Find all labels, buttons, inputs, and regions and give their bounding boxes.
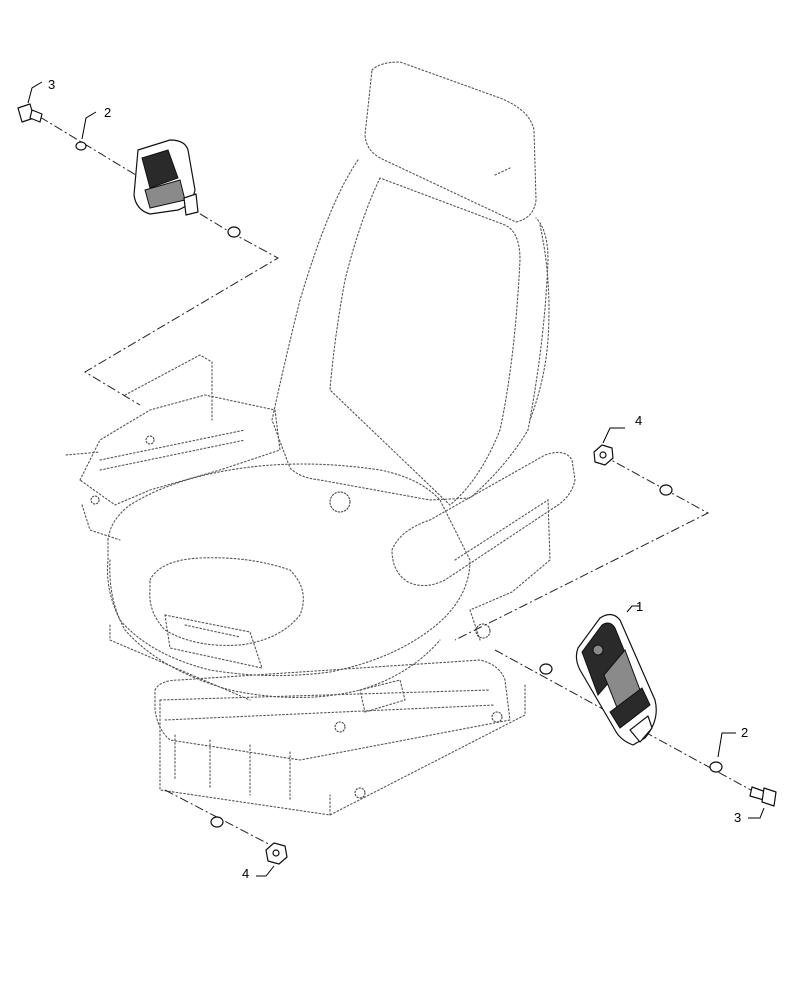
- nut-right: [593, 444, 614, 466]
- callout-4-right-label: 4: [635, 413, 642, 428]
- callout-4-right: 4: [602, 413, 642, 444]
- callout-2-right-label: 2: [741, 725, 748, 740]
- bolt-upper-left: [17, 103, 43, 123]
- seat-belt-buckle-right: [575, 613, 657, 746]
- nut-bottom: [265, 842, 288, 865]
- callout-2-right: 2: [717, 725, 748, 758]
- callout-1-label: 1: [636, 599, 643, 614]
- callout-4-bottom: 4: [242, 865, 275, 881]
- operator-seat-outline: [65, 61, 576, 816]
- callout-2-left: 2: [81, 105, 111, 140]
- callout-3-left-label: 3: [48, 77, 55, 92]
- seat-belt-buckle-left: [133, 139, 199, 216]
- bolt-lower-right: [749, 786, 777, 807]
- washer-right: [659, 484, 673, 496]
- callout-4-bottom-label: 4: [242, 866, 249, 881]
- callout-2-left-label: 2: [104, 105, 111, 120]
- callout-1: 1: [626, 599, 643, 614]
- assembly-centerlines: [39, 116, 761, 851]
- callout-3-left: 3: [27, 77, 55, 104]
- callout-3-right: 3: [734, 807, 765, 825]
- callout-3-right-label: 3: [734, 810, 741, 825]
- washer-upper-left: [75, 141, 87, 151]
- washer-left-buckle: [227, 226, 241, 238]
- washer-bottom: [210, 816, 224, 828]
- washer-buckle-right: [539, 663, 553, 675]
- washer-lower-right: [709, 761, 723, 773]
